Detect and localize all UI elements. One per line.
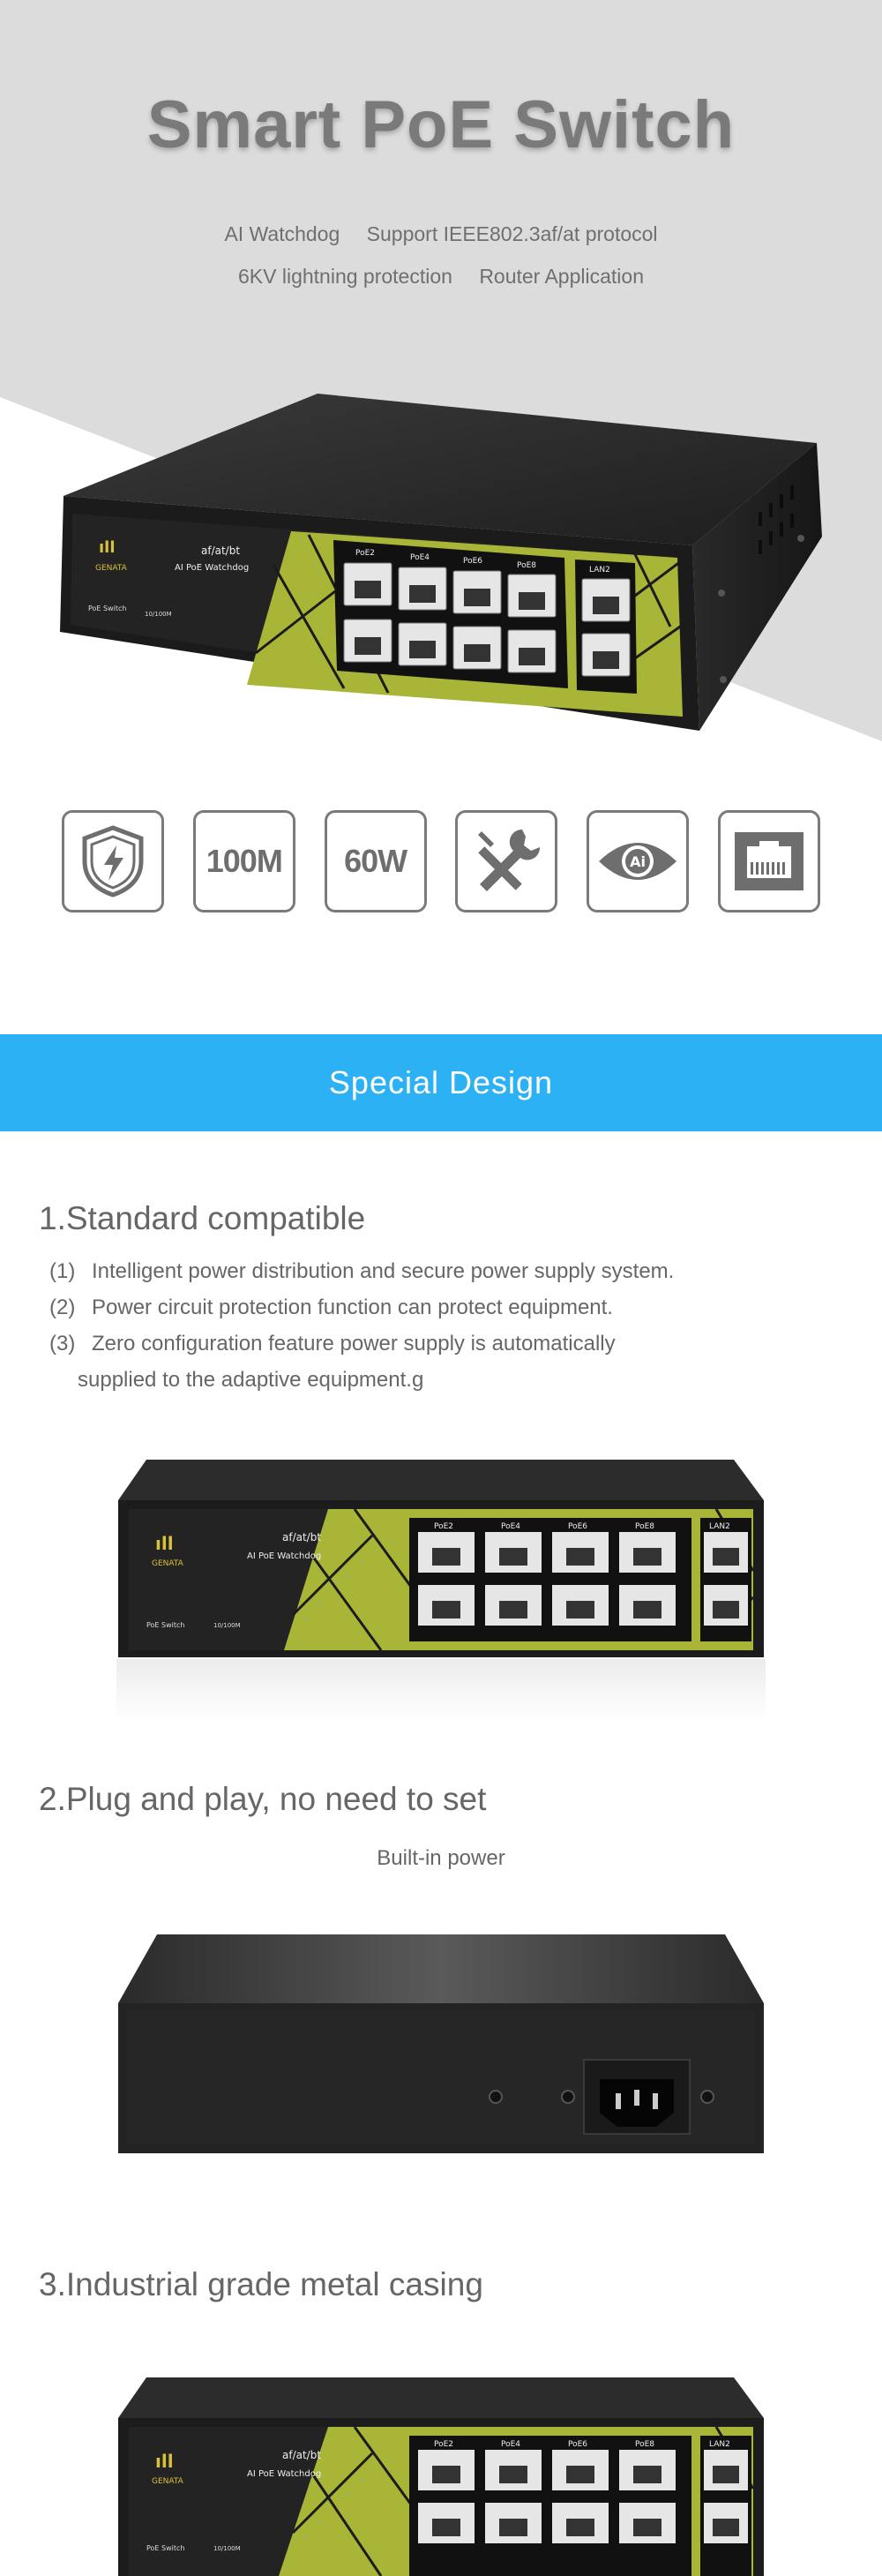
ethernet-port-icon	[734, 832, 804, 890]
port-group-poe2: PoE2	[355, 549, 375, 558]
switch-front-image: ıll GENATA af/at/bt AI PoE Watchdog PoE …	[118, 1460, 764, 1657]
icon-box-lightning	[62, 810, 164, 912]
icon-box-tools	[455, 810, 558, 912]
list-item-continuation: supplied to the adaptive equipment.g	[78, 1368, 424, 1392]
switch-reflection	[116, 1659, 766, 1721]
icon-box-100m: 100M	[192, 810, 295, 912]
feature-list: (1) Intelligent power distribution and s…	[49, 1253, 843, 1398]
speed-100m-icon: 100M	[206, 843, 283, 879]
port-group-poe6: PoE6	[568, 1522, 587, 1531]
svg-text:ıll: ıll	[155, 1533, 174, 1554]
built-in-power-caption: Built-in power	[377, 1846, 505, 1870]
port-group-lan2: LAN2	[709, 1522, 730, 1531]
port-group-poe2: PoE2	[434, 2440, 453, 2449]
feature-ai-watchdog: AI Watchdog	[224, 222, 340, 245]
switch-brand-text: GENATA	[95, 564, 128, 573]
ai-eye-icon: Ai	[599, 843, 677, 880]
feature-router-application: Router Application	[479, 265, 644, 288]
switch-back-image	[118, 1934, 764, 2153]
switch-model-line-1: af/at/bt	[282, 1531, 321, 1543]
feature-ieee-protocol: Support IEEE802.3af/at protocol	[366, 222, 658, 245]
switch-product-text: PoE Switch	[146, 1621, 184, 1629]
switch-model-line-2: AI PoE Watchdog	[175, 563, 249, 573]
switch-speed-text: 10/100M	[213, 2545, 241, 2552]
port-group-poe8: PoE8	[635, 2440, 654, 2449]
port-group-poe2: PoE2	[434, 1522, 453, 1531]
switch-speed-text: 10/100M	[213, 1622, 241, 1629]
switch-model-line-1: af/at/bt	[282, 2449, 321, 2461]
switch-speed-text: 10/100M	[145, 611, 172, 618]
switch-product-text: PoE Switch	[146, 2544, 184, 2552]
icon-box-ethernet	[717, 810, 820, 912]
list-item-text: Power circuit protection function can pr…	[92, 1296, 613, 1319]
switch-product-text: PoE Switch	[88, 605, 126, 612]
list-item: (1) Intelligent power distribution and s…	[49, 1253, 843, 1289]
list-item-text: Zero configuration feature power supply …	[92, 1332, 616, 1356]
list-item-number: (3)	[49, 1332, 76, 1356]
ai-eye-label: Ai	[630, 853, 646, 870]
section-title-standard-compatible: 1.Standard compatible	[39, 1200, 366, 1236]
icon-box-60w: 60W	[324, 810, 427, 912]
feature-icon-row: 100M 60W Ai	[62, 810, 820, 920]
switch-brand-text: GENATA	[152, 1559, 184, 1568]
banner-title: Special Design	[328, 1064, 554, 1100]
icon-box-ai-eye: Ai	[587, 810, 690, 912]
hero-switch-image: ıll GENATA af/at/bt AI PoE Watchdog PoE …	[60, 394, 822, 731]
switch-model-line-1: af/at/bt	[201, 544, 240, 557]
port-group-lan2: LAN2	[709, 2440, 730, 2449]
port-group-poe6: PoE6	[568, 2440, 587, 2449]
list-item: (2) Power circuit protection function ca…	[49, 1289, 843, 1326]
svg-text:ıll: ıll	[99, 538, 116, 557]
hero-features-line-1: AI Watchdog Support IEEE802.3af/at proto…	[0, 222, 882, 246]
hero-features-line-2: 6KV lightning protection Router Applicat…	[0, 265, 882, 289]
switch-front-image: ıll GENATA af/at/bt AI PoE Watchdog PoE …	[118, 2377, 764, 2576]
list-item-number: (2)	[49, 1296, 76, 1319]
port-group-poe4: PoE4	[501, 2440, 520, 2449]
list-item-number: (1)	[49, 1259, 76, 1283]
svg-text:ıll: ıll	[155, 2451, 174, 2472]
switch-model-line-2: AI PoE Watchdog	[247, 1551, 321, 1561]
lightning-shield-icon	[82, 825, 144, 897]
port-group-poe8: PoE8	[517, 561, 536, 570]
switch-model-line-2: AI PoE Watchdog	[247, 2469, 321, 2479]
feature-lightning-protection: 6KV lightning protection	[237, 265, 452, 288]
section-title-plug-and-play: 2.Plug and play, no need to set	[39, 1781, 487, 1817]
list-item: (3) Zero configuration feature power sup…	[49, 1326, 843, 1362]
special-design-banner: Special Design	[0, 1034, 882, 1131]
port-group-poe6: PoE6	[463, 557, 482, 566]
tools-icon	[478, 829, 541, 891]
port-group-poe4: PoE4	[501, 1522, 520, 1531]
power-60w-icon: 60W	[344, 843, 407, 879]
page-title: Smart PoE Switch	[146, 87, 736, 162]
port-group-poe8: PoE8	[635, 1522, 654, 1531]
port-group-lan2: LAN2	[589, 566, 610, 575]
port-group-poe4: PoE4	[410, 553, 430, 562]
list-item-text: Intelligent power distribution and secur…	[92, 1259, 675, 1283]
section-title-metal-casing: 3.Industrial grade metal casing	[39, 2266, 483, 2302]
switch-brand-text: GENATA	[152, 2477, 184, 2486]
